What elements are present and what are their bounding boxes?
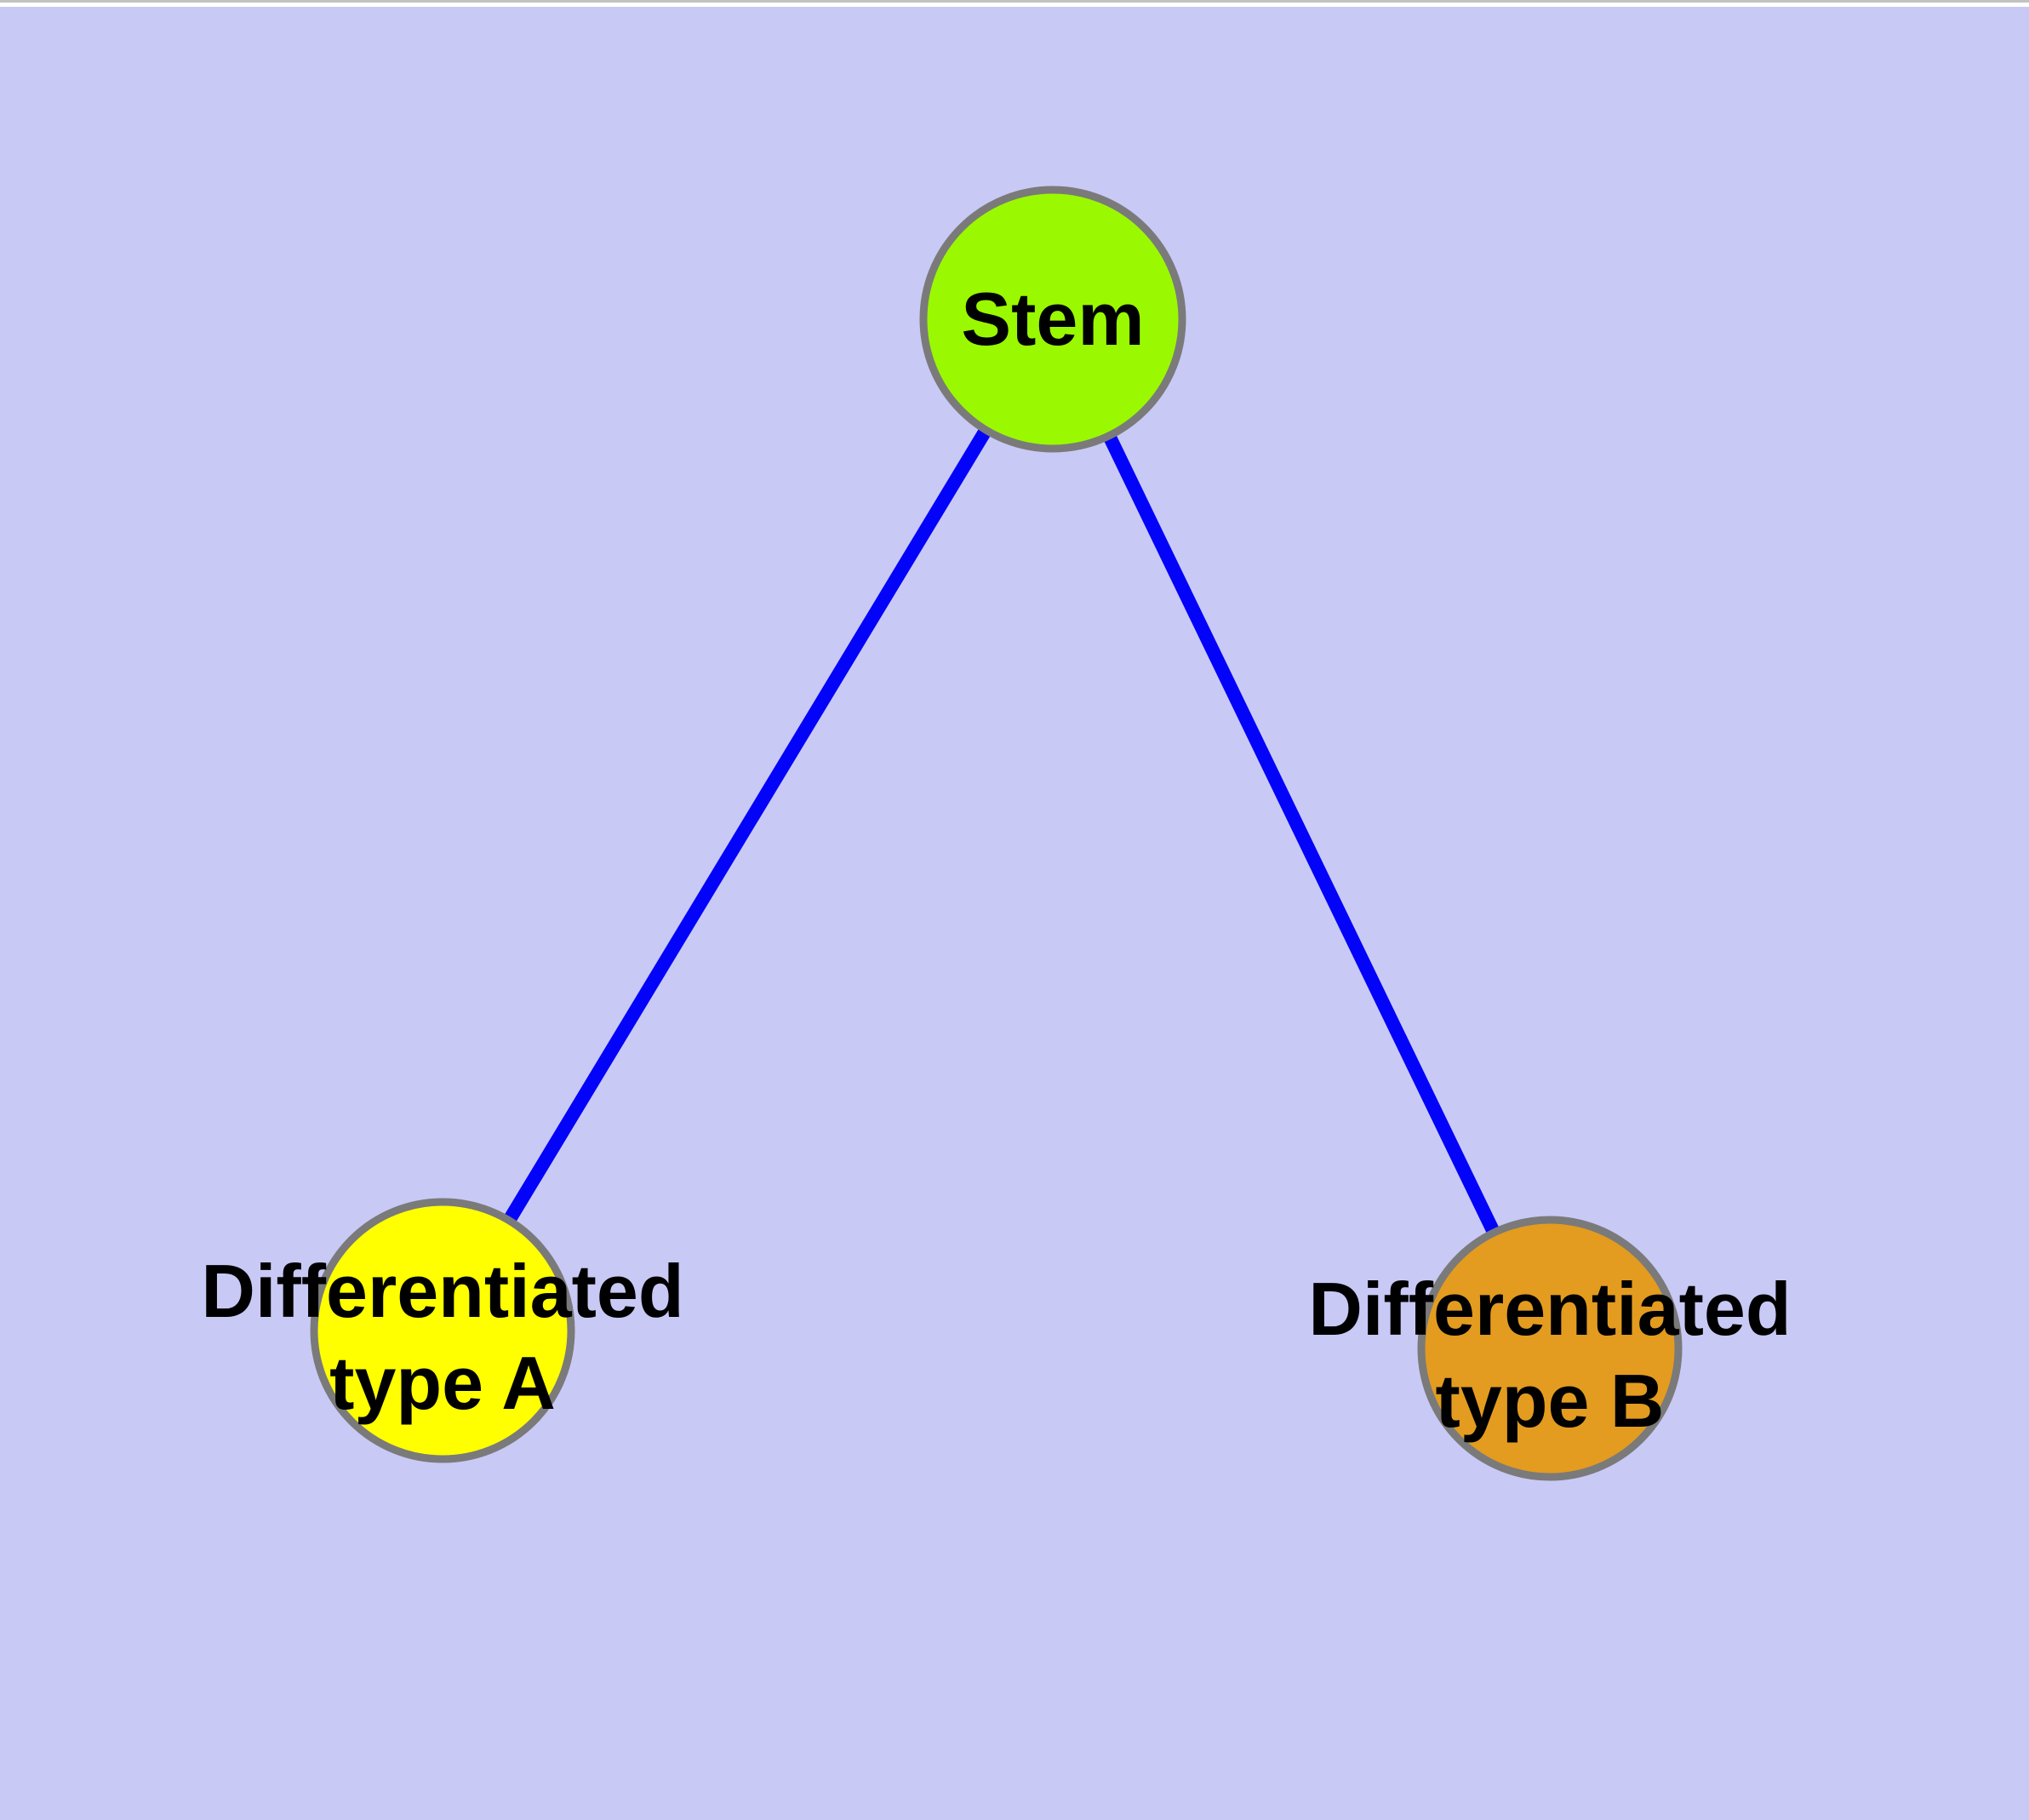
node-differentiated-type-a-circle[interactable] [310,1198,575,1463]
top-strip-edge-line [0,0,2029,3]
node-stem-circle[interactable] [919,186,1186,453]
edge-stem-to-type-a [437,315,1059,1335]
node-stem[interactable]: Stem [919,186,1186,453]
top-strip [0,0,2029,7]
edge-stem-to-type-b [1046,316,1557,1352]
edges [437,315,1557,1352]
node-differentiated-type-b-circle[interactable] [1417,1216,1683,1481]
